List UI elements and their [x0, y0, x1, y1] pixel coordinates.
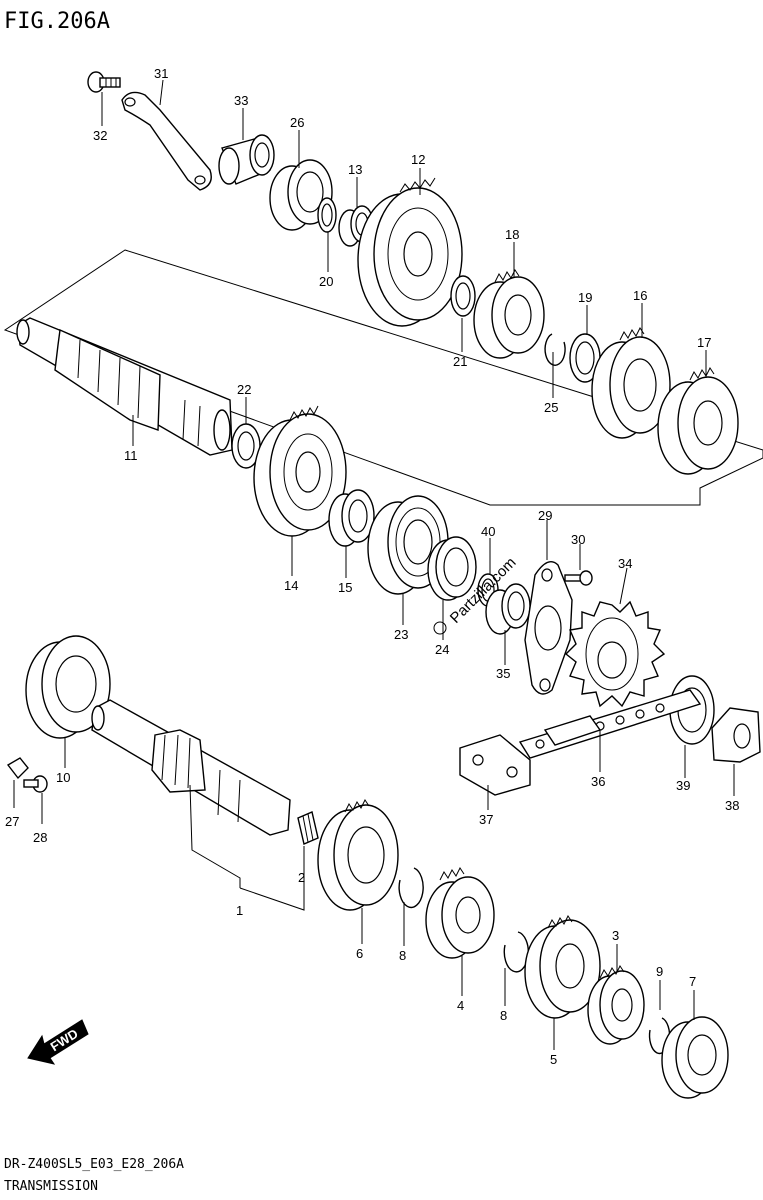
callout-11: 11 — [124, 448, 138, 463]
callout-31: 31 — [154, 66, 168, 81]
leader-lines — [13, 79, 735, 1050]
part-16-gear — [591, 327, 671, 439]
callout-1: 1 — [236, 903, 243, 918]
part-14-gear — [253, 405, 347, 537]
callout-18: 18 — [505, 227, 519, 242]
part-32-screw — [87, 71, 121, 93]
callout-17: 17 — [697, 335, 711, 350]
callout-22: 22 — [237, 382, 251, 397]
callout-19: 19 — [578, 290, 592, 305]
callout-numbers: 1 2 3 4 5 6 7 8 8 9 10 11 12 13 14 15 16… — [5, 66, 739, 1067]
part-11-countershaft — [16, 317, 233, 456]
part-7-bearing — [661, 1016, 729, 1099]
callout-33: 33 — [234, 93, 248, 108]
callout-39: 39 — [676, 778, 690, 793]
callout-8-second: 8 — [500, 1008, 507, 1023]
part-38-nut — [711, 707, 761, 763]
part-26-bearing — [269, 159, 333, 231]
callout-32: 32 — [93, 128, 107, 143]
callout-6: 6 — [356, 946, 363, 961]
callout-25: 25 — [544, 400, 558, 415]
figure-title: FIG.206A — [4, 9, 110, 34]
copyright-icon — [433, 621, 447, 635]
callout-26: 26 — [290, 115, 304, 130]
part-12-gear — [357, 177, 463, 327]
part-36-drive-chain — [518, 689, 702, 759]
part-8-circlip-second — [503, 931, 529, 973]
callout-12: 12 — [411, 152, 425, 167]
part-4-gear — [425, 867, 495, 959]
callout-10: 10 — [56, 770, 70, 785]
callout-13: 13 — [348, 162, 362, 177]
part-10-bearing — [25, 635, 111, 739]
part-34-drive-sprocket — [564, 600, 666, 708]
callout-37: 37 — [479, 812, 493, 827]
callout-9: 9 — [656, 964, 663, 979]
fwd-arrow-icon: FWD — [27, 1019, 89, 1065]
callout-4: 4 — [457, 998, 464, 1013]
callout-30: 30 — [571, 532, 585, 547]
part-31-lever — [121, 91, 212, 191]
part-29-sprocket-plate — [524, 561, 573, 695]
part-3-gear — [587, 965, 645, 1045]
part-28-screw — [23, 775, 48, 793]
part-15-bushing — [328, 489, 375, 547]
callout-7: 7 — [689, 974, 696, 989]
callout-29: 29 — [538, 508, 552, 523]
callout-20: 20 — [319, 274, 333, 289]
callout-36: 36 — [591, 774, 605, 789]
part-8-circlip — [398, 867, 424, 909]
callout-16: 16 — [633, 288, 647, 303]
callout-3: 3 — [612, 928, 619, 943]
part-23-bearing — [367, 495, 449, 595]
callout-34: 34 — [618, 556, 632, 571]
callout-21: 21 — [453, 354, 467, 369]
part-30-bolt — [564, 570, 593, 586]
callout-40: 40 — [481, 524, 495, 539]
callout-2: 2 — [298, 870, 305, 885]
model-code: DR-Z400SL5_E03_E28_206A — [4, 1157, 184, 1172]
part-17-gear — [657, 367, 739, 475]
part-24-oil-seal — [427, 536, 477, 601]
part-2-needle-bearing — [297, 811, 319, 845]
callout-15: 15 — [338, 580, 352, 595]
callout-38: 38 — [725, 798, 739, 813]
callout-27: 27 — [5, 814, 19, 829]
part-5-gear — [524, 915, 601, 1019]
part-25-circlip — [544, 333, 566, 366]
callout-23: 23 — [394, 627, 408, 642]
part-6-gear — [317, 799, 399, 911]
part-33-bushing — [218, 134, 275, 185]
callout-5: 5 — [550, 1052, 557, 1067]
callout-28: 28 — [33, 830, 47, 845]
callout-35: 35 — [496, 666, 510, 681]
callout-8: 8 — [399, 948, 406, 963]
part-37-master-link — [459, 734, 531, 796]
part-35-spacer — [485, 583, 531, 635]
callout-14: 14 — [284, 578, 298, 593]
part-27-retainer — [6, 757, 29, 780]
part-18-gear — [473, 269, 545, 359]
callout-24: 24 — [435, 642, 449, 657]
section-name: TRANSMISSION — [4, 1179, 98, 1194]
part-1-main-shaft — [91, 699, 291, 836]
